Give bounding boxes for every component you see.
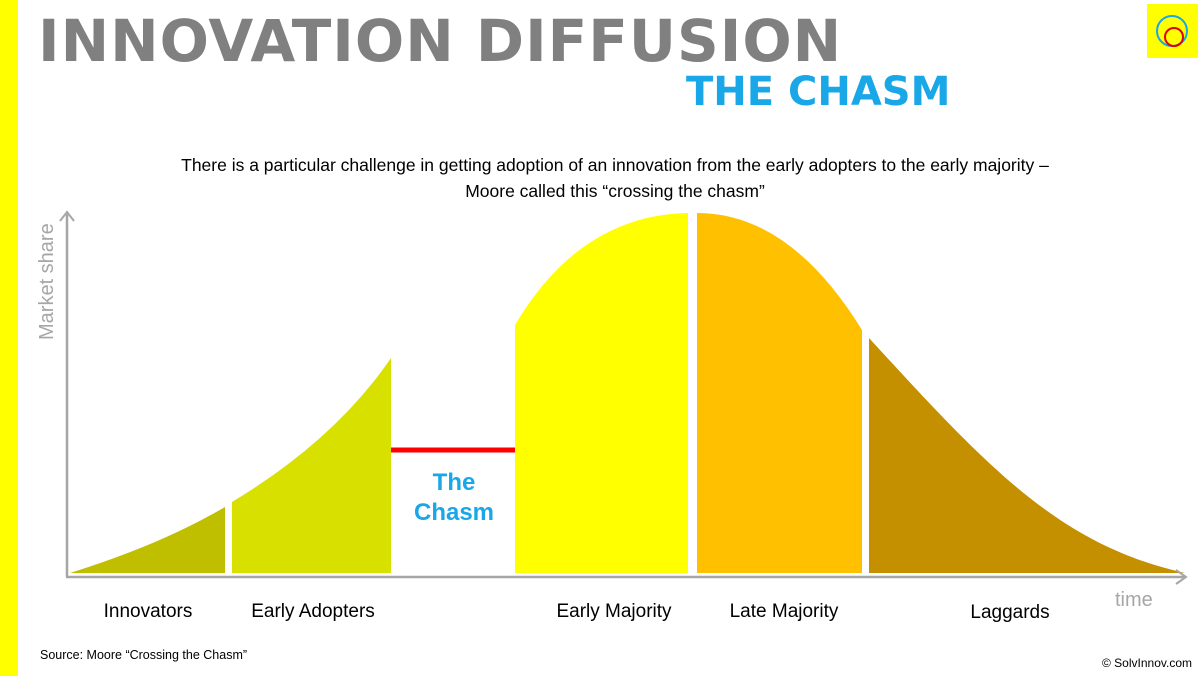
- segment-innovators: [70, 507, 225, 573]
- y-axis-arrow: [59, 210, 75, 222]
- segment-early-majority: [515, 213, 688, 573]
- x-axis-label: time: [1115, 589, 1153, 611]
- page-title: INNOVATION DIFFUSION: [38, 7, 843, 75]
- category-label-innovators: Innovators: [103, 601, 193, 622]
- chasm-label: The Chasm: [413, 469, 495, 526]
- left-accent-bar: [0, 0, 18, 676]
- description-text: There is a particular challenge in getti…: [181, 155, 1049, 201]
- solvinnov-logo-icon: [1147, 4, 1198, 58]
- source-note: Source: Moore “Crossing the Chasm”: [40, 648, 248, 662]
- category-label-early-adopters: Early Adopters: [251, 601, 375, 622]
- page-subtitle: THE CHASM: [686, 69, 951, 115]
- category-label-laggards: Laggards: [970, 602, 1050, 623]
- segment-laggards: [869, 338, 1185, 573]
- copyright-note: © SolvInnov.com: [1102, 656, 1192, 670]
- category-label-late-majority: Late Majority: [729, 601, 839, 622]
- category-label-early-majority: Early Majority: [556, 601, 672, 622]
- segment-late-majority: [697, 213, 862, 573]
- y-axis-label: Market share: [36, 223, 58, 340]
- x-axis-arrow: [1175, 569, 1188, 585]
- segment-early-adopters: [232, 358, 391, 573]
